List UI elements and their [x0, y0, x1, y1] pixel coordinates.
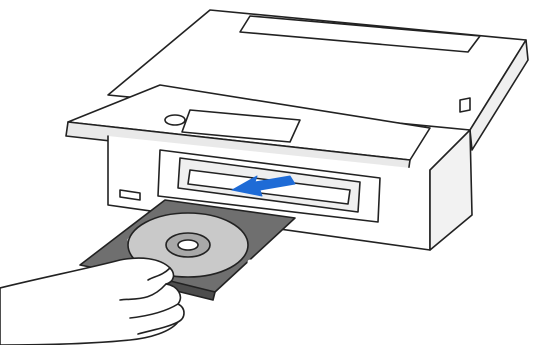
hand-icon	[0, 258, 184, 345]
printer-icon	[66, 10, 528, 250]
